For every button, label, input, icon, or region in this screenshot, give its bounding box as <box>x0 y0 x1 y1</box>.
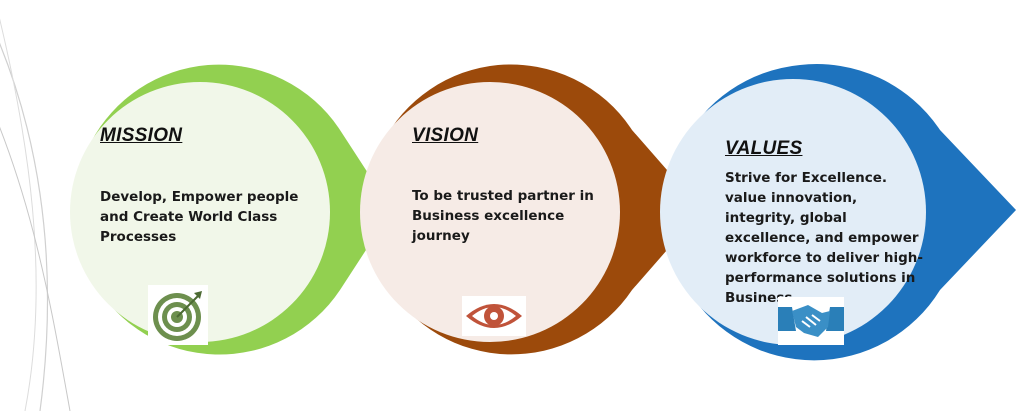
target-icon <box>148 285 208 345</box>
handshake-icon <box>778 297 844 345</box>
values-text: Strive for Excellence. value innovation,… <box>725 170 923 306</box>
mission-heading: MISSION <box>100 125 183 146</box>
mission-text: Develop, Empower people and Create World… <box>100 189 299 245</box>
vision-heading: VISION <box>412 125 479 146</box>
eye-icon <box>462 296 526 336</box>
vision-text: To be trusted partner in Business excell… <box>412 188 594 244</box>
values-heading: VALUES <box>725 138 803 159</box>
